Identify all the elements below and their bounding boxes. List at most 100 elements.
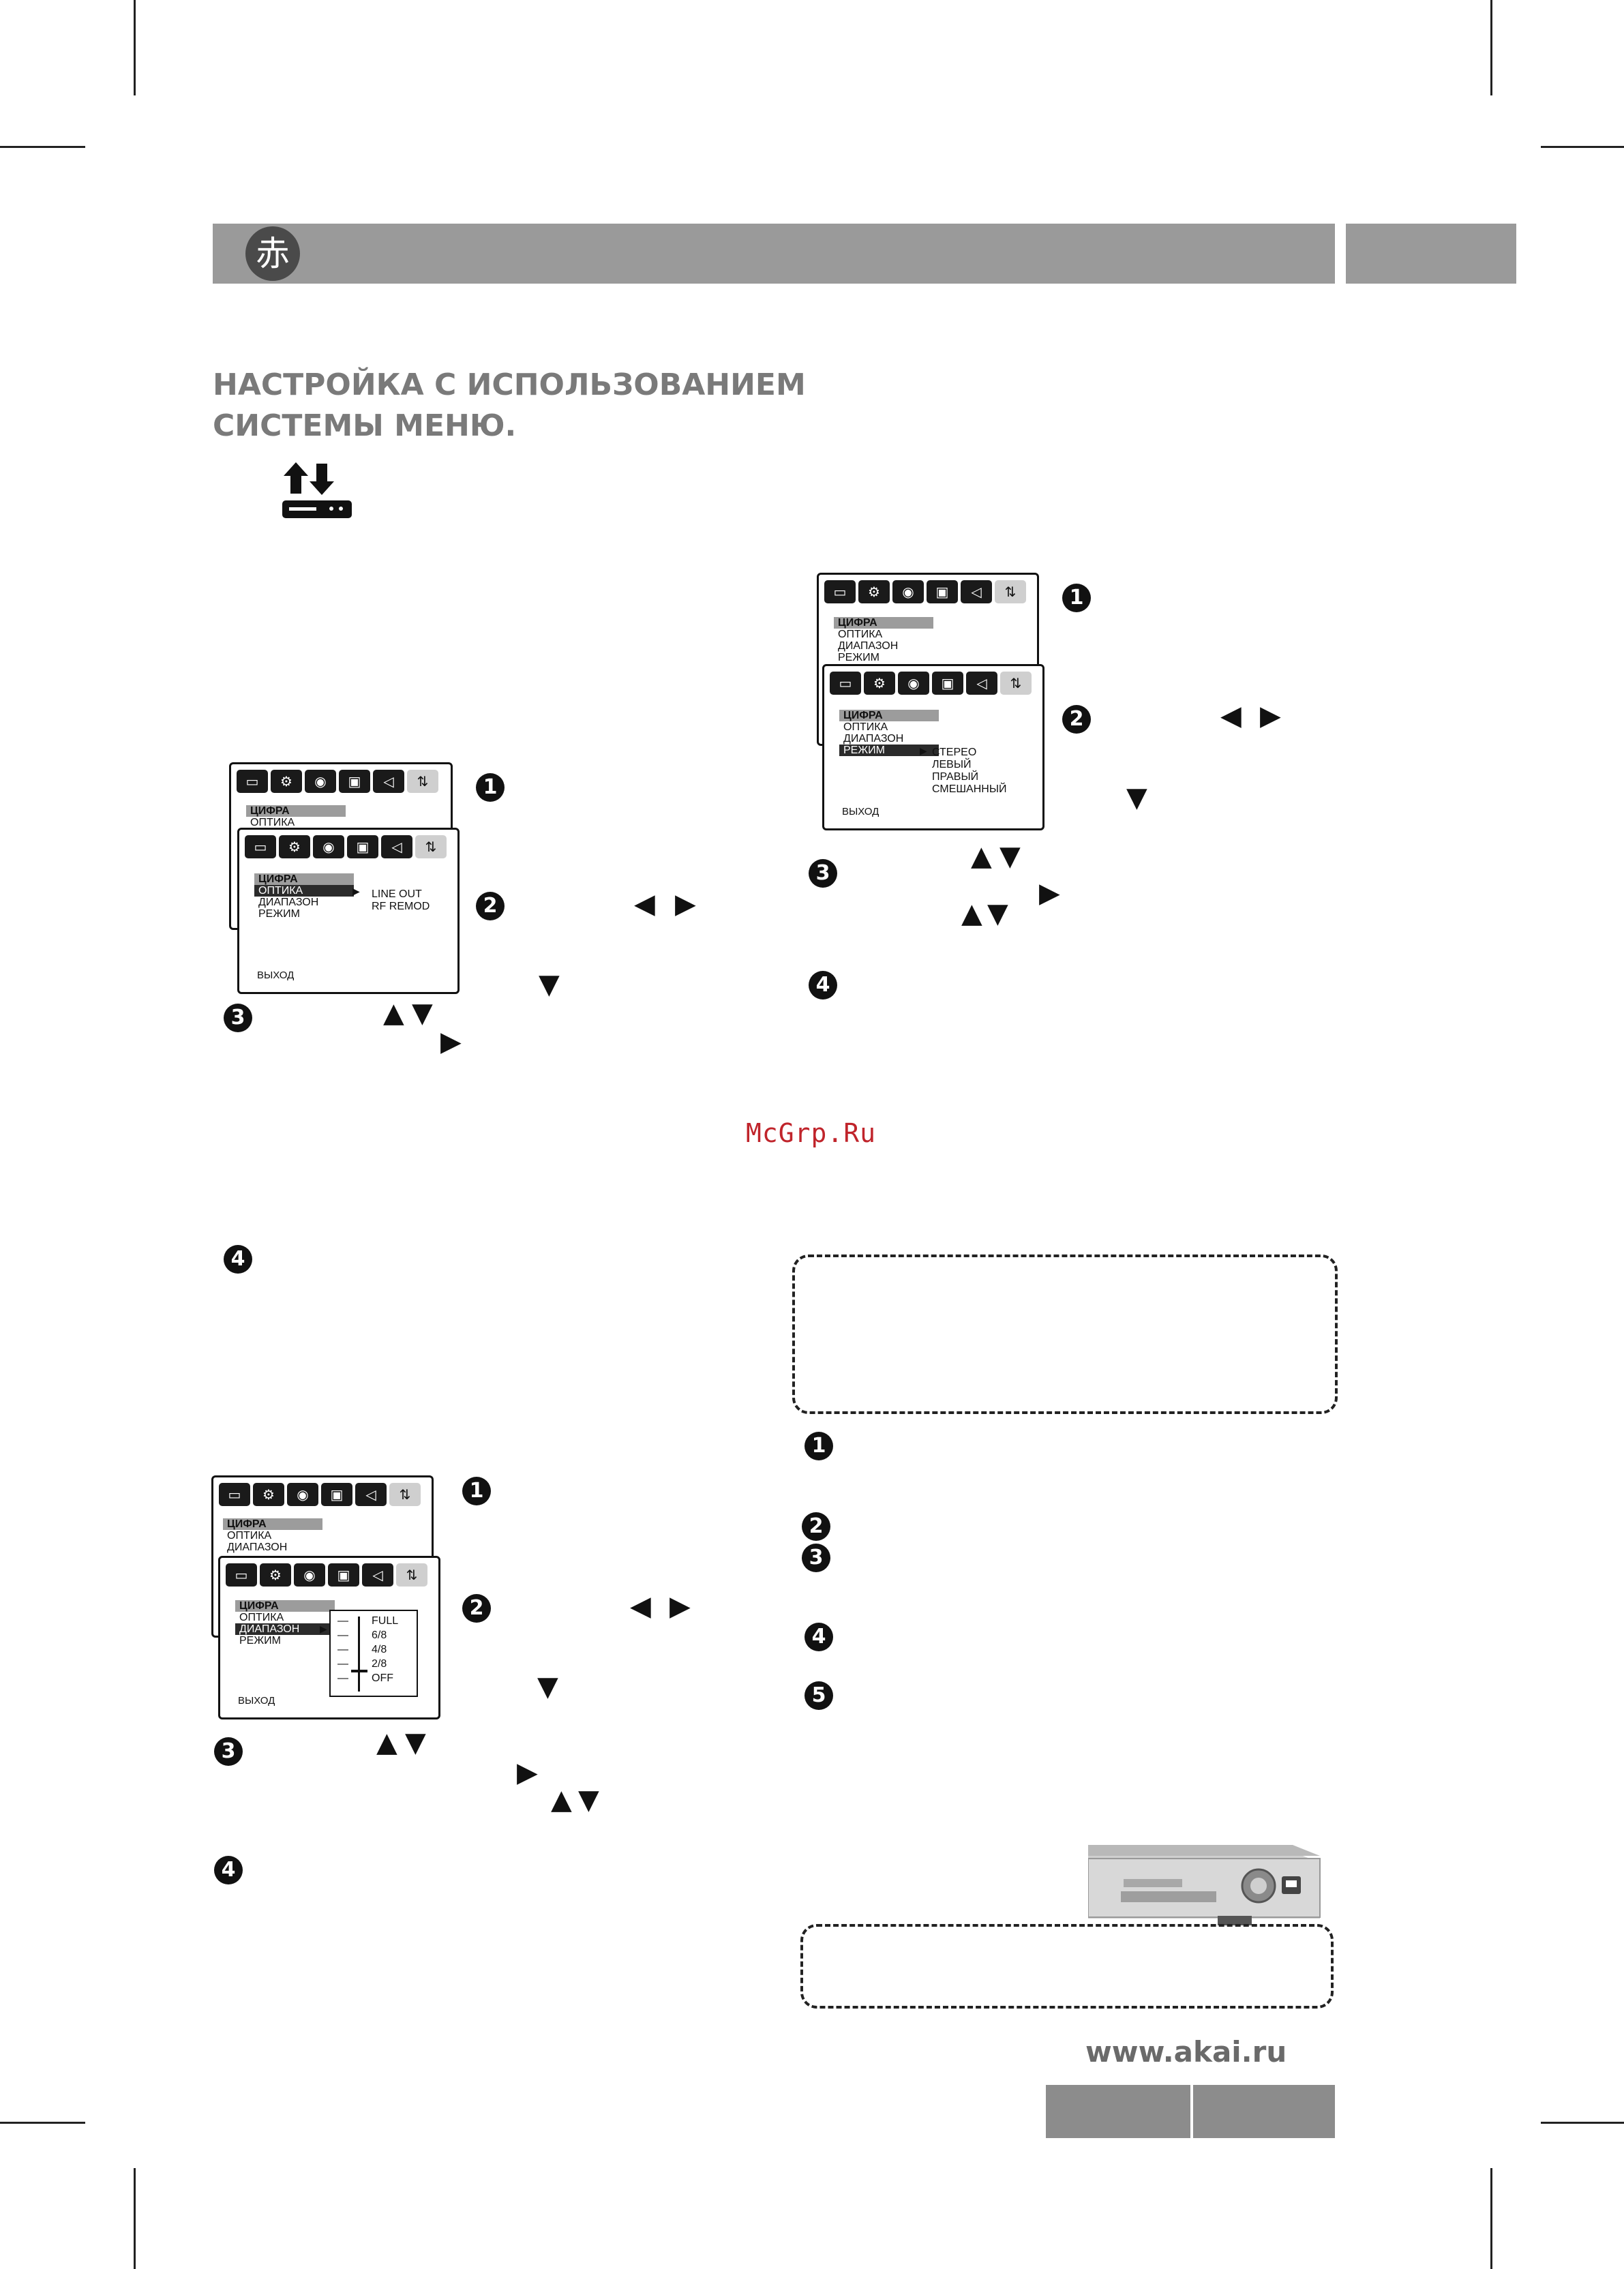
menu-item-range[interactable]: ДИАПАЗОН — [838, 640, 899, 652]
step-5-badge: 5 — [805, 1681, 833, 1710]
range-slider[interactable]: ————— FULL 6/8 4/8 2/8 OFF — [329, 1610, 418, 1697]
level-off[interactable]: OFF — [372, 1672, 393, 1684]
header-tab — [1346, 224, 1516, 284]
step-1-badge: 1 — [462, 1477, 491, 1505]
step-2-badge: 2 — [1062, 705, 1091, 734]
speaker-icon: ◁ — [355, 1483, 387, 1506]
note-box — [800, 1924, 1334, 2009]
level-full[interactable]: FULL — [372, 1615, 399, 1627]
crop-mark — [1490, 0, 1492, 95]
menu-item-range[interactable]: ДИАПАЗОН — [843, 733, 904, 745]
updown-icon: ⇅ — [995, 580, 1026, 603]
submenu-arrow-icon: ▶ — [920, 745, 927, 756]
disc-icon: ◉ — [892, 580, 924, 603]
note-box — [792, 1254, 1338, 1414]
updown-icon: ⇅ — [1000, 672, 1032, 695]
menu-item-optics[interactable]: ОПТИКА — [843, 721, 888, 733]
website-url[interactable]: www.akai.ru — [1085, 2035, 1287, 2069]
footer-page-box — [1046, 2085, 1190, 2138]
updown-icon: ⇅ — [396, 1563, 427, 1587]
menu-item-range[interactable]: ДИАПАЗОН — [227, 1542, 288, 1553]
tv-icon: ▭ — [245, 835, 276, 858]
speaker-icon: ◁ — [373, 770, 404, 793]
level-2-8[interactable]: 2/8 — [372, 1658, 387, 1670]
option-rf-remod[interactable]: RF REMOD — [372, 901, 430, 912]
setup-icon: ⚙ — [279, 835, 310, 858]
slider-track — [358, 1617, 360, 1692]
step-3-badge: 3 — [214, 1737, 243, 1766]
right-arrow-icon: ▶ — [1260, 700, 1281, 732]
down-arrow-icon: ▼ — [578, 1784, 599, 1816]
menu-item-digital[interactable]: ЦИФРА — [834, 617, 933, 629]
speaker-icon: ◁ — [381, 835, 412, 858]
option-right[interactable]: ПРАВЫЙ — [932, 771, 979, 783]
menu-item-digital[interactable]: ЦИФРА — [254, 873, 354, 885]
disc-icon: ◉ — [898, 672, 929, 695]
crop-mark — [0, 146, 85, 148]
option-line-out[interactable]: LINE OUT — [372, 888, 422, 900]
right-arrow-icon: ▶ — [440, 1026, 462, 1057]
dvd-player-image — [1088, 1845, 1321, 1925]
option-mixed[interactable]: СМЕШАННЫЙ — [932, 783, 1007, 795]
menu-item-mode[interactable]: РЕЖИМ — [239, 1635, 281, 1647]
submenu-arrow-icon: ▶ — [320, 1623, 327, 1634]
slider-knob[interactable] — [351, 1670, 367, 1672]
crop-mark — [1541, 146, 1624, 148]
setup-remote-icon — [282, 462, 352, 518]
menu-item-optics[interactable]: ОПТИКА — [250, 817, 295, 828]
option-stereo[interactable]: СТЕРЕО — [932, 747, 977, 758]
title-line-1: НАСТРОЙКА С ИСПОЛЬЗОВАНИЕМ — [213, 367, 806, 402]
step-1-badge: 1 — [476, 773, 505, 802]
header-bar — [213, 224, 1335, 284]
video-icon: ▣ — [339, 770, 370, 793]
menu-item-digital[interactable]: ЦИФРА — [223, 1518, 322, 1530]
submenu-arrow-icon: ▶ — [352, 886, 360, 897]
osd-menu-range: ▭ ⚙ ◉ ▣ ◁ ⇅ ЦИФРА ОПТИКА ДИАПАЗОН РЕЖИМ … — [218, 1556, 440, 1719]
disc-icon: ◉ — [287, 1483, 318, 1506]
setup-icon: ⚙ — [864, 672, 895, 695]
step-4-badge: 4 — [224, 1245, 252, 1274]
osd-menu-mode: ▭ ⚙ ◉ ▣ ◁ ⇅ ЦИФРА ОПТИКА ДИАПАЗОН РЕЖИМ … — [822, 664, 1044, 830]
crop-mark — [134, 2168, 136, 2269]
setup-icon: ⚙ — [260, 1563, 291, 1587]
video-icon: ▣ — [927, 580, 958, 603]
updown-icon: ⇅ — [407, 770, 438, 793]
step-2-badge: 2 — [476, 892, 505, 920]
menu-item-mode[interactable]: РЕЖИМ — [258, 908, 300, 920]
page-title: НАСТРОЙКА С ИСПОЛЬЗОВАНИЕМ СИСТЕМЫ МЕНЮ. — [213, 365, 826, 447]
menu-exit[interactable]: ВЫХОД — [842, 806, 879, 817]
step-4-badge: 4 — [809, 971, 837, 1000]
up-arrow-icon: ▲ — [971, 841, 992, 872]
menu-item-digital[interactable]: ЦИФРА — [246, 805, 346, 817]
menu-item-digital[interactable]: ЦИФРА — [839, 710, 939, 721]
menu-item-range[interactable]: ДИАПАЗОН — [235, 1623, 335, 1635]
setup-icon: ⚙ — [271, 770, 302, 793]
step-3-badge: 3 — [224, 1004, 252, 1032]
down-arrow-icon: ▼ — [405, 1727, 426, 1758]
menu-item-digital[interactable]: ЦИФРА — [235, 1600, 335, 1612]
video-icon: ▣ — [347, 835, 378, 858]
setup-icon: ⚙ — [253, 1483, 284, 1506]
updown-icon: ⇅ — [389, 1483, 421, 1506]
menu-item-mode[interactable]: РЕЖИМ — [838, 652, 879, 663]
down-arrow-icon: ▼ — [412, 997, 433, 1029]
left-arrow-icon: ◀ — [634, 888, 655, 920]
menu-exit[interactable]: ВЫХОД — [257, 970, 295, 981]
tv-icon: ▭ — [824, 580, 856, 603]
option-left[interactable]: ЛЕВЫЙ — [932, 759, 972, 770]
watermark-text: McGrp.Ru — [746, 1118, 877, 1148]
step-4-badge: 4 — [214, 1856, 243, 1884]
updown-icon: ⇅ — [415, 835, 447, 858]
menu-exit[interactable]: ВЫХОД — [238, 1695, 275, 1707]
menu-item-optics[interactable]: ОПТИКА — [254, 885, 354, 897]
level-6-8[interactable]: 6/8 — [372, 1629, 387, 1641]
menu-item-optics[interactable]: ОПТИКА — [838, 629, 883, 640]
step-3-badge: 3 — [809, 859, 837, 888]
menu-item-range[interactable]: ДИАПАЗОН — [258, 897, 319, 908]
menu-item-mode[interactable]: РЕЖИМ — [839, 745, 939, 756]
menu-item-optics[interactable]: ОПТИКА — [239, 1612, 284, 1623]
menu-item-optics[interactable]: ОПТИКА — [227, 1530, 272, 1542]
level-4-8[interactable]: 4/8 — [372, 1644, 387, 1655]
step-4-badge: 4 — [805, 1623, 833, 1651]
disc-icon: ◉ — [305, 770, 336, 793]
